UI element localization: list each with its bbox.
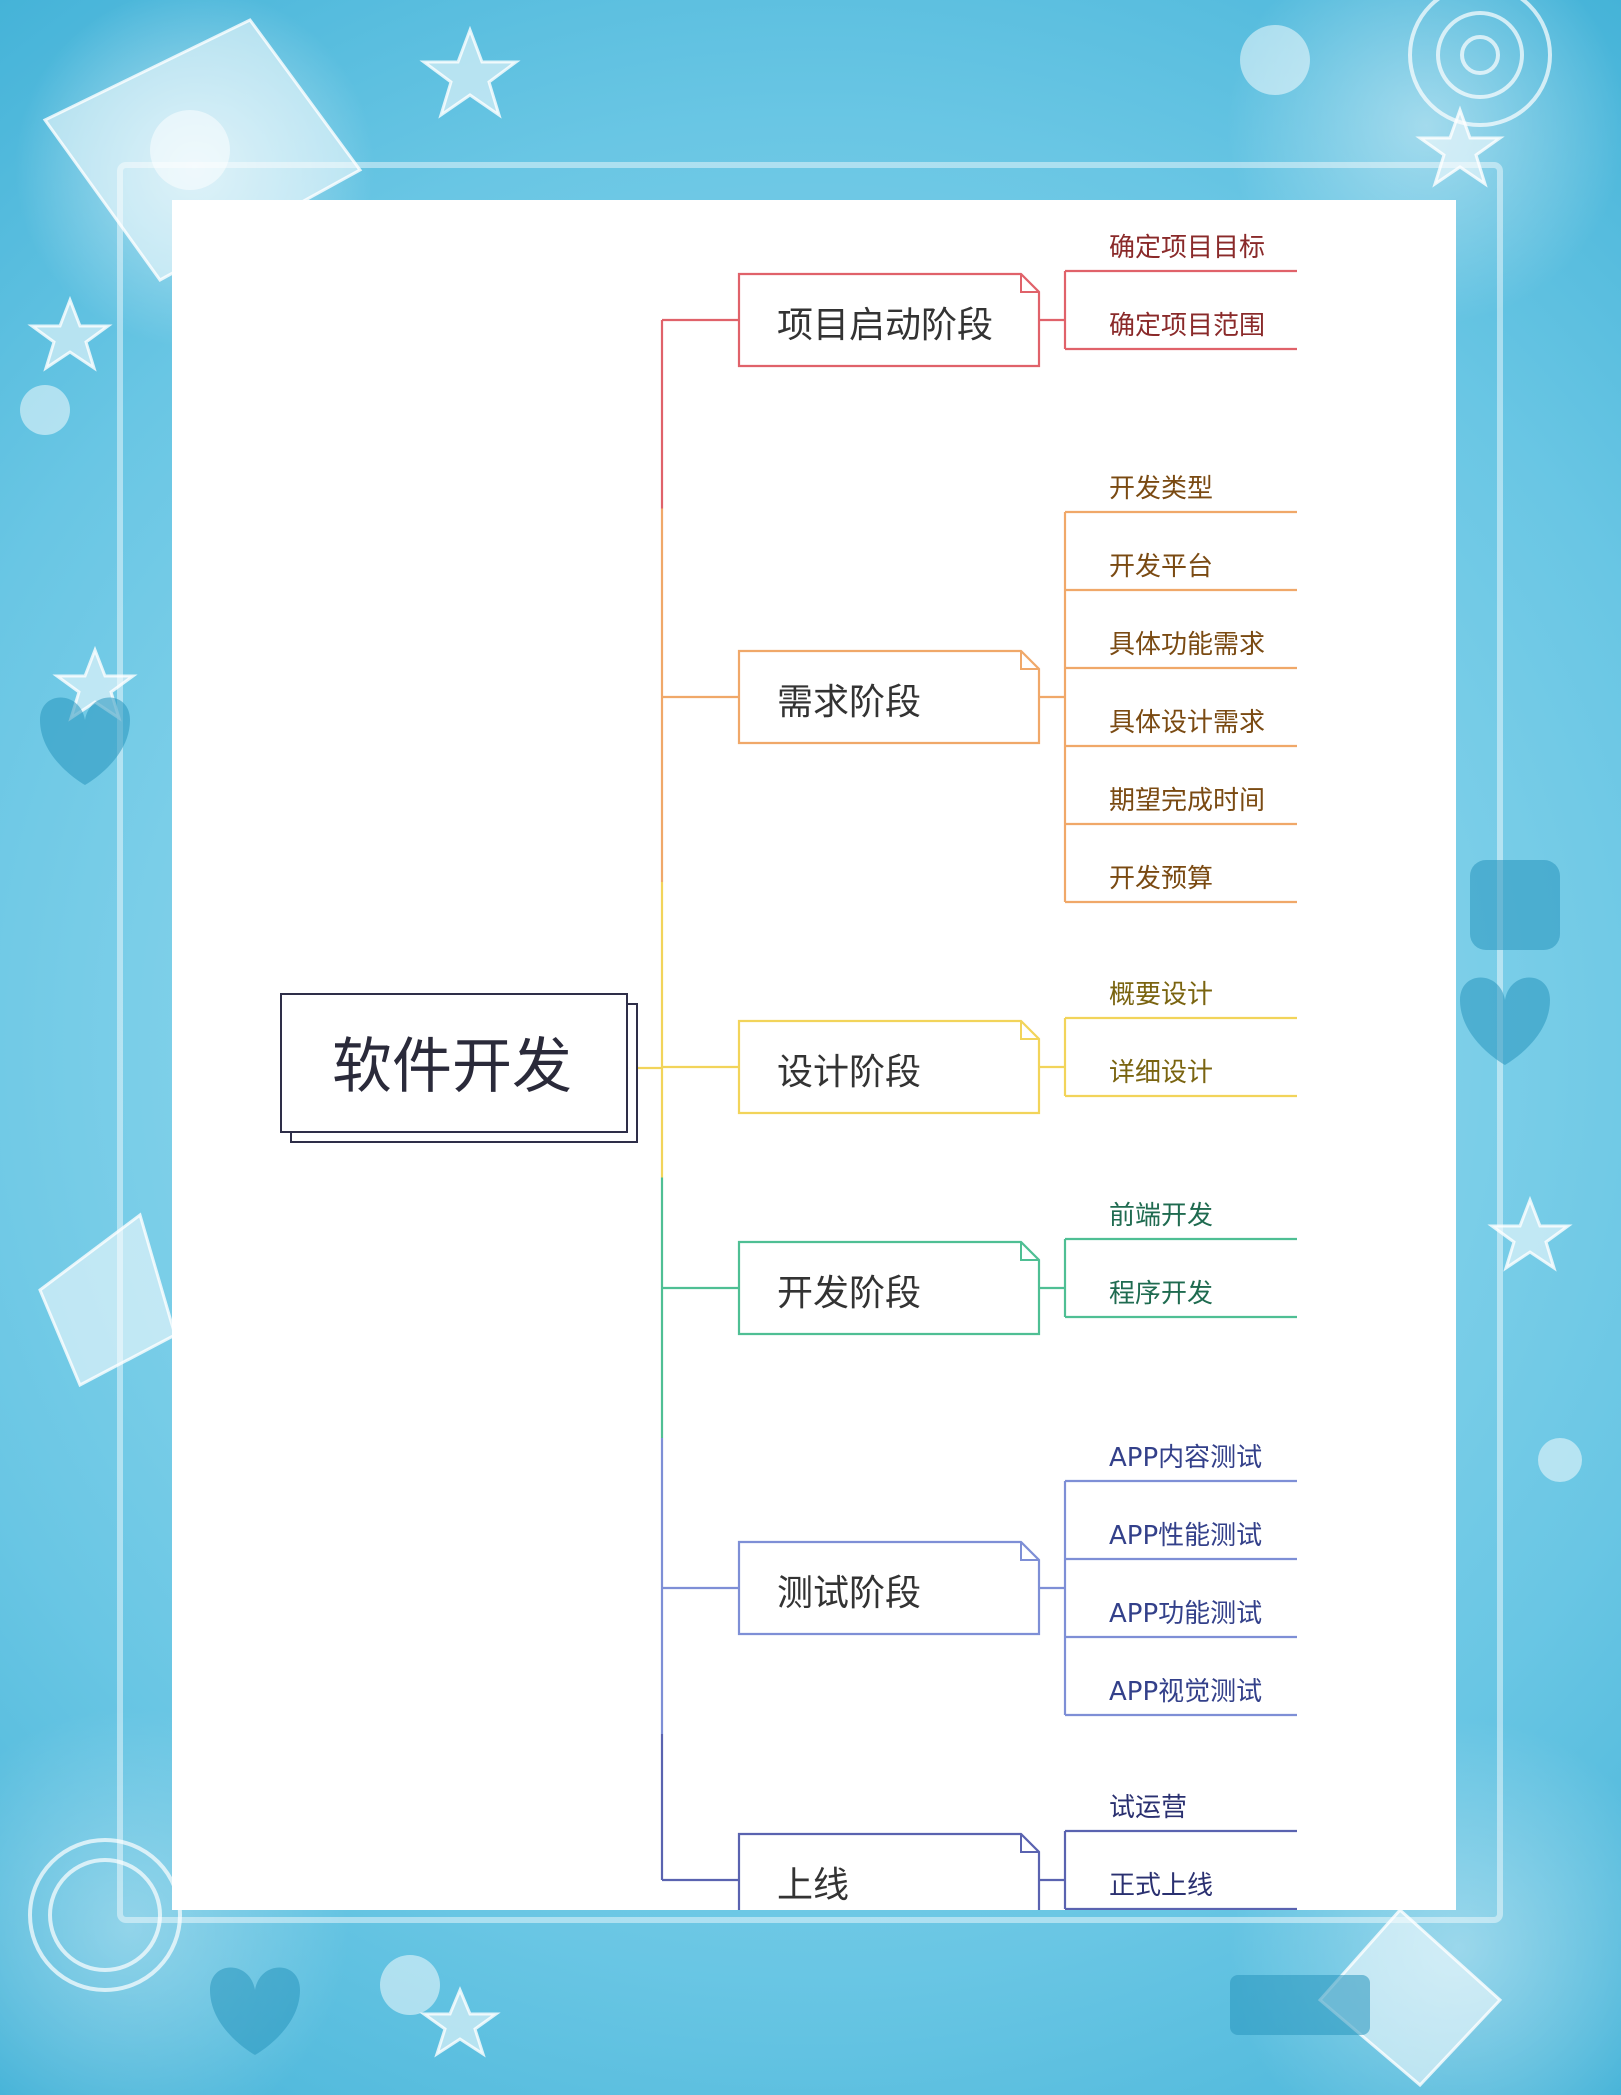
stage-node-fold <box>1020 1834 1039 1853</box>
leaf-label: 前端开发 <box>1109 1201 1214 1231</box>
star-icon <box>419 25 521 119</box>
leaf-label: 详细设计 <box>1109 1058 1214 1088</box>
heart-icon <box>210 1967 300 2055</box>
leaf-label: 具体设计需求 <box>1109 708 1266 738</box>
star-icon <box>1415 105 1505 188</box>
bubble-icon <box>150 110 230 190</box>
heart-icon <box>40 697 130 785</box>
stage-node-box <box>737 1832 1041 1910</box>
stage-node-box <box>737 1019 1041 1115</box>
stage-label-testing: 测试阶段 <box>777 1573 922 1614</box>
leaf-label: 开发类型 <box>1109 474 1214 504</box>
stage-node-box <box>737 1240 1041 1336</box>
root-node <box>280 993 628 1133</box>
stage-label-requirements: 需求阶段 <box>777 682 922 723</box>
leaf-label: APP性能测试 <box>1109 1521 1263 1551</box>
envelope-icon <box>38 1212 177 1388</box>
leaf-label: 程序开发 <box>1109 1279 1214 1309</box>
leaf-label: 试运营 <box>1109 1793 1188 1823</box>
stage-label-design: 设计阶段 <box>777 1052 922 1093</box>
stage-node-box <box>737 272 1041 368</box>
leaf-label: 正式上线 <box>1109 1871 1214 1901</box>
dice-icon <box>1470 860 1560 950</box>
stage-node-fold <box>1020 1542 1039 1561</box>
star-icon <box>52 645 138 722</box>
stage-node-fold <box>1020 651 1039 670</box>
leaf-label: 开发预算 <box>1109 864 1214 894</box>
stage-label-project-kickoff: 项目启动阶段 <box>777 305 994 346</box>
badge-circle-icon <box>28 1838 182 1992</box>
leaf-label: 确定项目范围 <box>1109 311 1266 341</box>
leaf-label: 确定项目目标 <box>1109 233 1266 263</box>
mindmap-diagram <box>627 269 1297 1910</box>
heart-icon <box>1460 977 1550 1065</box>
stage-label-launch: 上线 <box>777 1865 850 1906</box>
leaf-label: APP视觉测试 <box>1109 1677 1263 1707</box>
star-icon <box>27 295 113 372</box>
stage-node-box <box>737 1540 1041 1636</box>
stage-node-fold <box>1020 1242 1039 1261</box>
diagram-nodes <box>737 272 1041 1910</box>
leaf-label: APP内容测试 <box>1109 1443 1263 1473</box>
envelope-icon <box>1317 1907 1503 2088</box>
mindmap-card: 软件开发 项目启动阶段 需求阶段 设计阶段 开发阶段 测试阶段 上线 确定项目目… <box>172 200 1456 1910</box>
root-node-label: 软件开发 <box>332 1031 572 1102</box>
stage-node-fold <box>1020 274 1039 293</box>
star-icon <box>419 1986 501 2058</box>
leaf-label: 开发平台 <box>1109 552 1214 582</box>
leaf-label: 概要设计 <box>1109 980 1214 1010</box>
connector-lines <box>627 269 1297 1910</box>
leaf-label: 具体功能需求 <box>1109 630 1266 660</box>
stage-node-box <box>737 649 1041 745</box>
target-circle-icon <box>1408 0 1552 127</box>
stage-label-development: 开发阶段 <box>777 1273 922 1314</box>
stage-node-fold <box>1020 1021 1039 1040</box>
leaf-label: 期望完成时间 <box>1109 786 1266 816</box>
leaf-label: APP功能测试 <box>1109 1599 1263 1629</box>
star-icon <box>1487 1195 1573 1272</box>
